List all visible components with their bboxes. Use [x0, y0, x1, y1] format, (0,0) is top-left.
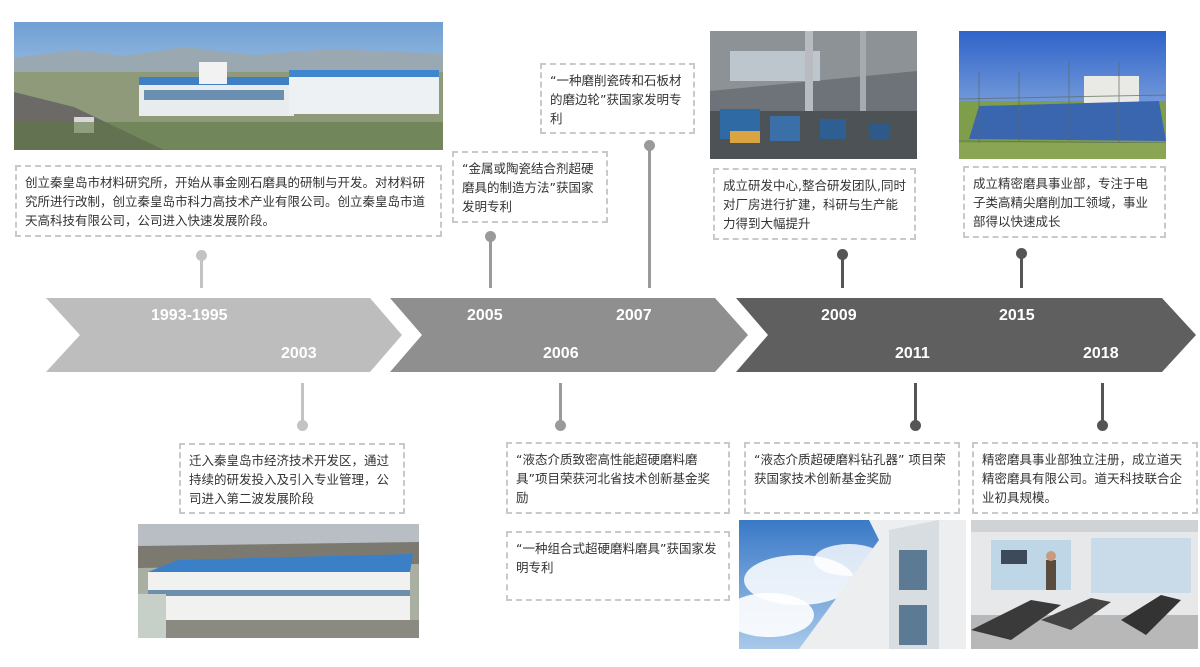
event-card-2009: 成立研发中心,整合研发团队,同时对厂房进行扩建，科研与生产能力得到大幅提升: [713, 168, 916, 240]
photo-factory-2003: [138, 524, 419, 638]
event-card-2006a: “液态介质致密高性能超硬磨料磨具”项目荣获河北省技术创新基金奖励: [506, 442, 730, 514]
photo-gym-2018: [971, 520, 1198, 649]
year-2007: 2007: [616, 307, 652, 324]
photo-workshop-2009: [710, 31, 917, 159]
connector-line-1993: [200, 256, 203, 288]
timeline-segment-2: [390, 298, 748, 372]
connector-dot-1993: [196, 250, 207, 261]
connector-dot-2011: [910, 420, 921, 431]
connector-line-2009: [841, 255, 844, 288]
year-2018: 2018: [1083, 345, 1119, 362]
year-2011: 2011: [895, 345, 930, 362]
year-2015: 2015: [999, 307, 1035, 324]
connector-dot-2003: [297, 420, 308, 431]
timeline-segment-3: [736, 298, 1196, 372]
event-card-2005: “金属或陶瓷结合剂超硬磨具的制造方法”获国家发明专利: [452, 151, 608, 223]
photo-building-2011: [739, 520, 966, 649]
year-2006: 2006: [543, 345, 579, 362]
connector-line-2006: [559, 383, 562, 423]
event-card-2006b: “一种组合式超硬磨料磨具”获国家发明专利: [506, 531, 730, 601]
connector-dot-2015: [1016, 248, 1027, 259]
event-card-2011: “液态介质超硬磨料钻孔器” 项目荣获国家技术创新基金奖励: [744, 442, 960, 514]
connector-dot-2009: [837, 249, 848, 260]
year-2009: 2009: [821, 307, 857, 324]
event-card-2003: 迁入秦皇岛市经济技术开发区，通过持续的研发投入及引入专业管理，公司进入第二波发展…: [179, 443, 405, 514]
photo-tennis-court-2015: [959, 31, 1166, 159]
connector-line-2007: [648, 146, 651, 288]
connector-dot-2018: [1097, 420, 1108, 431]
connector-line-2011: [914, 383, 917, 423]
timeline-segment-1: [46, 298, 402, 372]
event-card-2007: “一种磨削瓷砖和石板材的磨边轮”获国家发明专利: [540, 63, 695, 134]
connector-line-2018: [1101, 383, 1104, 423]
year-1993-1995: 1993-1995: [151, 307, 228, 324]
connector-line-2003: [301, 383, 304, 423]
photo-campus-aerial: [14, 22, 443, 150]
connector-dot-2007: [644, 140, 655, 151]
year-2005: 2005: [467, 307, 503, 324]
event-card-1993: 创立秦皇岛市材料研究所，开始从事金刚石磨具的研制与开发。对材料研究所进行改制，创…: [15, 165, 442, 237]
connector-dot-2006: [555, 420, 566, 431]
event-card-2018: 精密磨具事业部独立注册，成立道天精密磨具有限公司。道天科技联合企业初具规模。: [972, 442, 1198, 514]
connector-line-2005: [489, 237, 492, 288]
connector-line-2015: [1020, 254, 1023, 288]
event-card-2015: 成立精密磨具事业部，专注于电子类高精尖磨削加工领域，事业部得以快速成长: [963, 166, 1166, 238]
connector-dot-2005: [485, 231, 496, 242]
year-2003: 2003: [281, 345, 317, 362]
